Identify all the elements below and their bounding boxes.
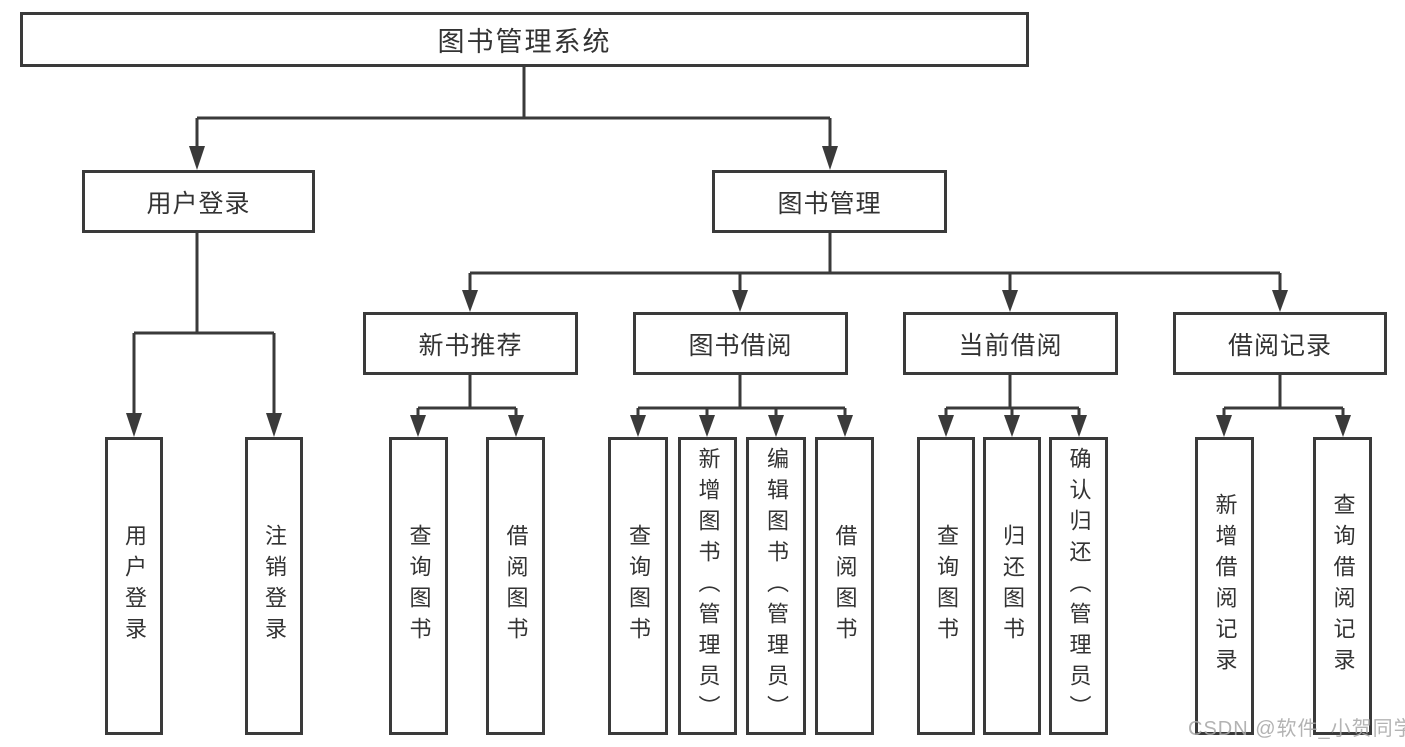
leaf-borrow-books-borrowing: 借阅图书 (815, 437, 874, 735)
node-root: 图书管理系统 (20, 12, 1029, 67)
leaf-return-books: 归还图书 (983, 437, 1041, 735)
leaf-add-borrow-record: 新增借阅记录 (1195, 437, 1254, 735)
leaf-borrow-books-recommend: 借阅图书 (486, 437, 545, 735)
node-new-book-recommendation: 新书推荐 (363, 312, 578, 375)
leaf-query-books-current: 查询图书 (917, 437, 975, 735)
leaf-user-login: 用户登录 (105, 437, 163, 735)
node-user-login: 用户登录 (82, 170, 315, 233)
leaf-confirm-return-admin: 确认归还（管理员） (1049, 437, 1108, 735)
node-book-borrowing: 图书借阅 (633, 312, 848, 375)
leaf-query-books-recommend: 查询图书 (389, 437, 448, 735)
leaf-query-borrow-record: 查询借阅记录 (1313, 437, 1372, 735)
node-borrowing-records: 借阅记录 (1173, 312, 1387, 375)
node-current-borrowing: 当前借阅 (903, 312, 1118, 375)
leaf-query-books-borrowing: 查询图书 (608, 437, 668, 735)
leaf-edit-books-admin: 编辑图书（管理员） (746, 437, 806, 735)
leaf-logout: 注销登录 (245, 437, 303, 735)
node-book-management: 图书管理 (712, 170, 947, 233)
leaf-add-books-admin: 新增图书（管理员） (678, 437, 737, 735)
csdn-watermark: CSDN @软件_小贺同学 (1188, 718, 1405, 740)
